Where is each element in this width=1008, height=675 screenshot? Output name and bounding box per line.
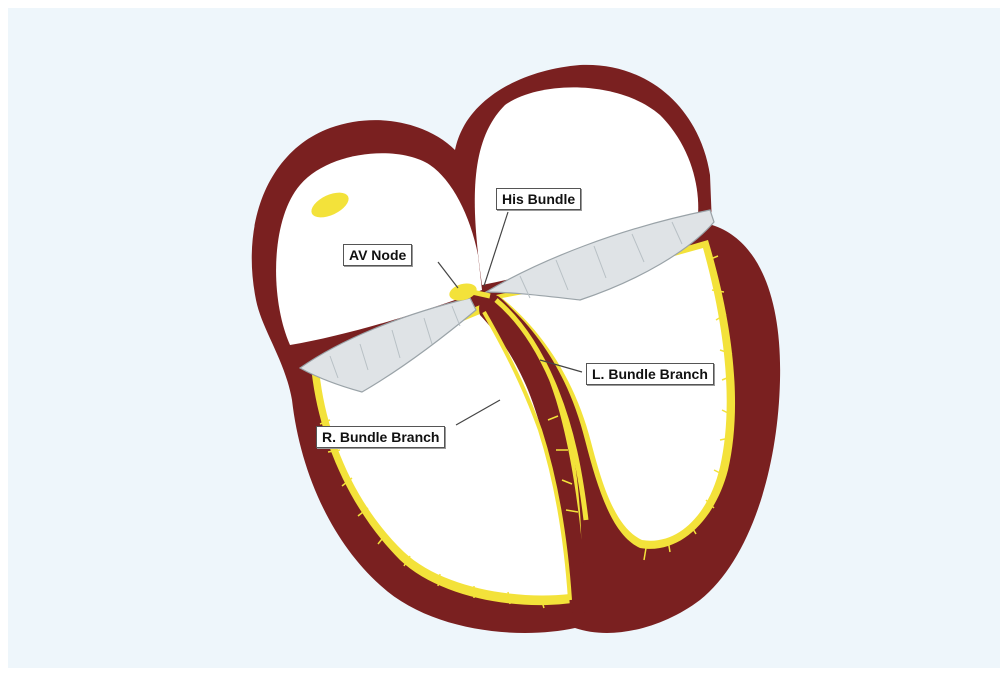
left-bundle-branch-label: L. Bundle Branch xyxy=(586,363,714,385)
av-node-label: AV Node xyxy=(343,244,412,266)
his-bundle-label: His Bundle xyxy=(496,188,581,210)
right-bundle-branch-label: R. Bundle Branch xyxy=(316,426,445,448)
